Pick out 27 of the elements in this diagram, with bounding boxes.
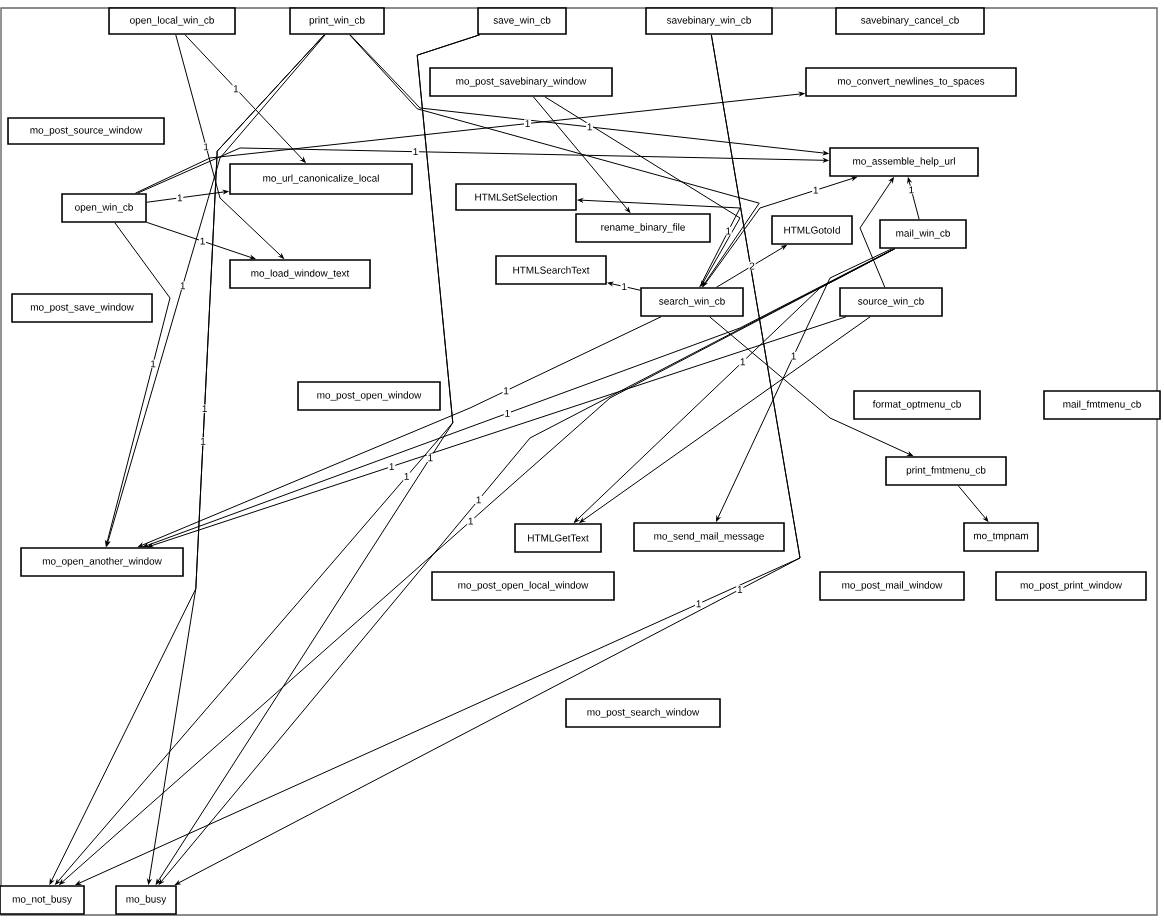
arrow bbox=[146, 189, 229, 203]
arrow bbox=[957, 485, 989, 522]
arrow bbox=[607, 281, 641, 291]
arrow bbox=[907, 177, 920, 220]
arrow bbox=[702, 176, 857, 288]
arrow bbox=[544, 96, 741, 287]
arrow bbox=[143, 248, 895, 548]
arrow bbox=[138, 316, 662, 548]
arrow bbox=[105, 222, 171, 547]
arrow bbox=[349, 34, 760, 287]
arrow bbox=[147, 316, 847, 548]
arrow bbox=[184, 34, 306, 163]
arrow bbox=[105, 34, 326, 547]
arrow bbox=[349, 34, 829, 156]
arrow bbox=[147, 34, 325, 885]
arrow bbox=[175, 34, 284, 259]
arrow bbox=[137, 147, 829, 194]
arrow bbox=[146, 221, 256, 260]
arrow bbox=[532, 96, 631, 213]
arrow bbox=[716, 248, 893, 522]
arrow bbox=[579, 316, 871, 523]
arrow bbox=[155, 34, 481, 885]
arrow bbox=[134, 92, 805, 194]
arrow bbox=[716, 245, 787, 288]
arrow bbox=[859, 177, 894, 288]
arrow bbox=[577, 198, 741, 288]
arrow bbox=[709, 316, 913, 457]
